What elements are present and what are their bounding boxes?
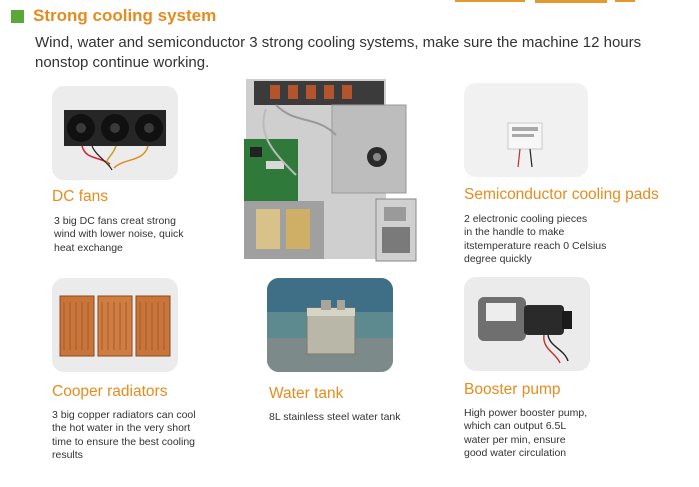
copper-radiators-image	[52, 278, 178, 372]
section-description: Wind, water and semiconductor 3 strong c…	[35, 34, 642, 71]
water-tank-image	[267, 278, 393, 372]
semiconductor-cooling-pads-title: Semiconductor cooling pads	[464, 186, 659, 203]
section-header: Strong cooling system	[11, 6, 216, 26]
section-title: Strong cooling system	[33, 6, 217, 25]
booster-pump-image	[464, 277, 590, 371]
dc-fans-image	[52, 86, 178, 180]
dc-fans-title: DC fans	[52, 188, 108, 205]
cooling-system-machine-image	[236, 75, 426, 265]
water-tank-title: Water tank	[269, 385, 344, 402]
copper-radiators-description: 3 big copper radiators can cool the hot …	[52, 409, 196, 461]
booster-pump-title: Booster pump	[464, 381, 561, 398]
water-tank-description: 8L stainless steel water tank	[269, 411, 401, 423]
top-decorative-rule	[455, 0, 635, 3]
booster-pump-description: High power booster pump, which can outpu…	[464, 407, 588, 459]
section-marker-icon	[11, 9, 24, 23]
semiconductor-cooling-pads-description: 2 electronic cooling pieces in the handl…	[464, 213, 607, 265]
copper-radiators-title: Cooper radiators	[52, 383, 168, 400]
dc-fans-description: 3 big DC fans creat strong wind with low…	[54, 215, 184, 254]
semiconductor-cooling-pads-image	[464, 83, 588, 177]
